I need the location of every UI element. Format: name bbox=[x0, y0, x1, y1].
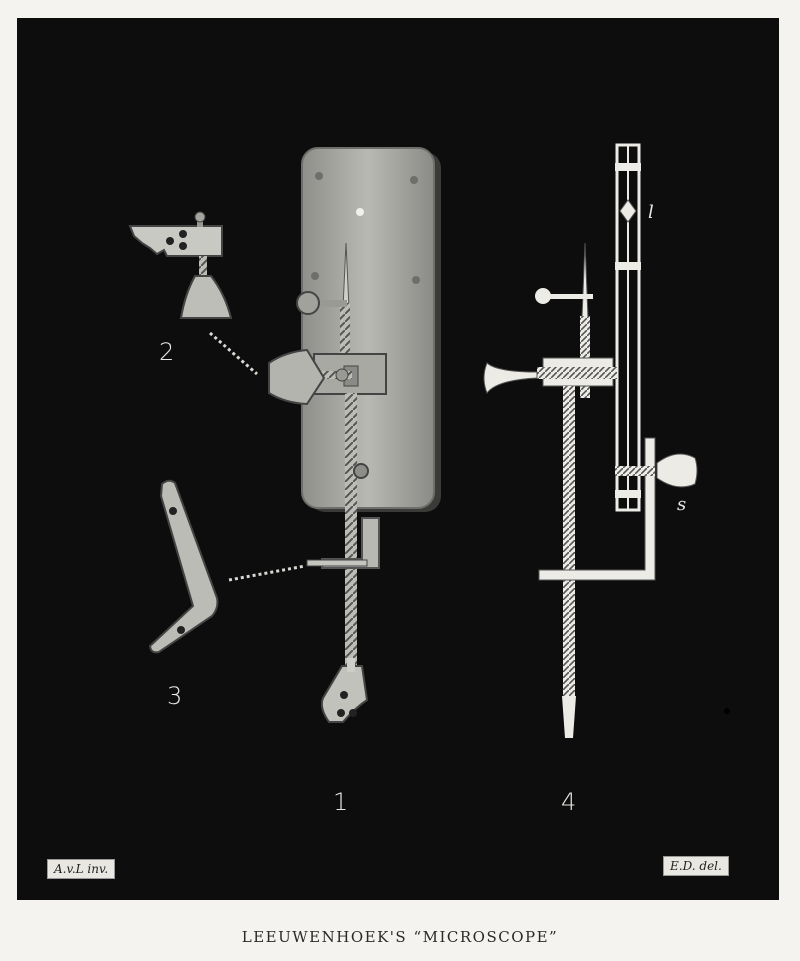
figure-4-side-view bbox=[483, 143, 730, 738]
microscope-illustration bbox=[128, 143, 730, 738]
letter-s-label: s bbox=[677, 494, 687, 515]
figure-4-number: 4 bbox=[561, 788, 577, 816]
figure-3-number: 3 bbox=[167, 682, 183, 710]
letter-l-label: l bbox=[648, 202, 654, 223]
inventor-tag: A.v.L inv. bbox=[47, 859, 116, 879]
figure-1-instrument bbox=[268, 147, 441, 723]
figure-3-bracket bbox=[148, 479, 306, 654]
figure-2-number: 2 bbox=[159, 338, 175, 366]
brass-plate bbox=[301, 147, 435, 509]
delineator-tag: E.D. del. bbox=[663, 856, 729, 876]
plate-caption: LEEUWENHOEK'S “MICROSCOPE” bbox=[241, 928, 559, 946]
figure-1-number: 1 bbox=[333, 788, 349, 816]
figure-2-stage bbox=[128, 211, 258, 376]
engraving-plate: 2 3 1 4 l s A.v.L inv. E.D. del. bbox=[17, 18, 779, 900]
